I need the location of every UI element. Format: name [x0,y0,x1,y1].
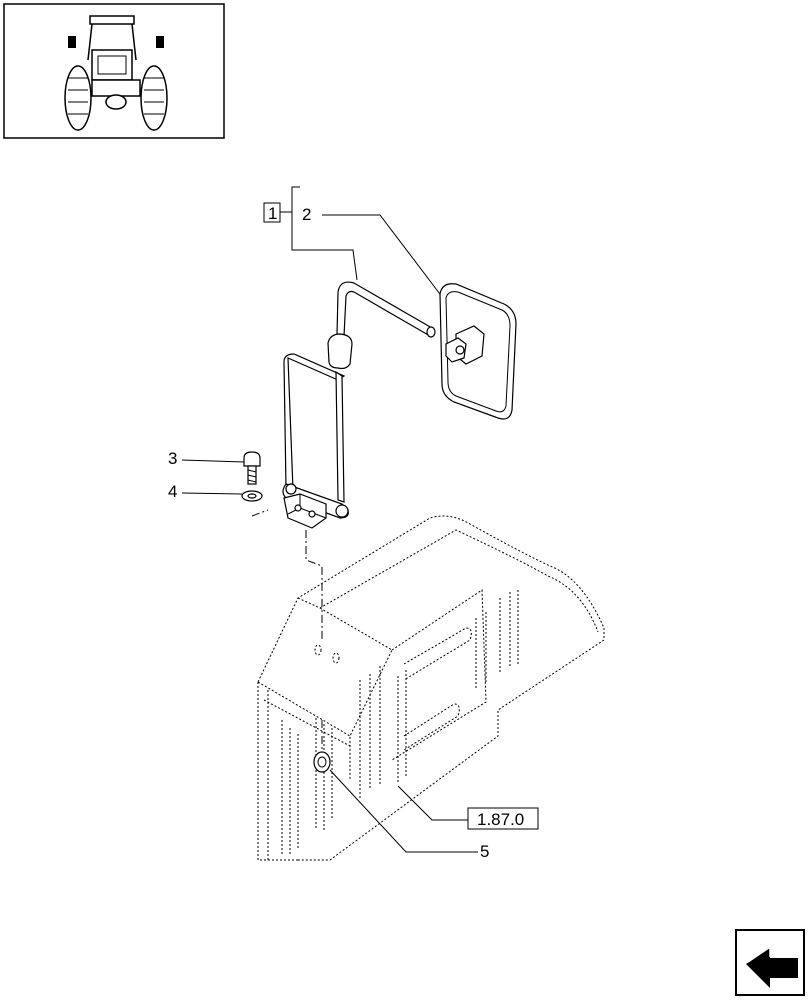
tractor-icon [64,15,168,131]
reference-leader [397,785,468,821]
tractor-thumbnail[interactable] [3,3,225,139]
screw [243,451,261,485]
arrow-back-icon[interactable] [735,929,805,996]
insert-callout-label: 5 [480,842,489,861]
mounting-bracket [283,493,327,529]
fender [257,515,605,861]
mirror-leader [322,214,447,303]
mirror-arm [282,281,436,519]
washer-leader [181,492,243,495]
mirror-head [439,283,517,420]
assembly-bracket [291,186,358,281]
insert-leader [329,769,478,853]
reference-box[interactable] [467,807,539,830]
assembly-callout-box[interactable] [263,202,281,223]
screw-leader [181,459,245,463]
assembly-callout-label: 1 [268,204,277,223]
washer-callout-label: 4 [168,482,177,501]
washer [241,490,263,502]
threaded-insert [313,751,331,773]
reference-label: 1.87.0 [477,810,524,829]
mirror-callout-label: 2 [302,205,311,224]
assembly-guide-line [251,509,323,640]
screw-callout-label: 3 [168,449,177,468]
